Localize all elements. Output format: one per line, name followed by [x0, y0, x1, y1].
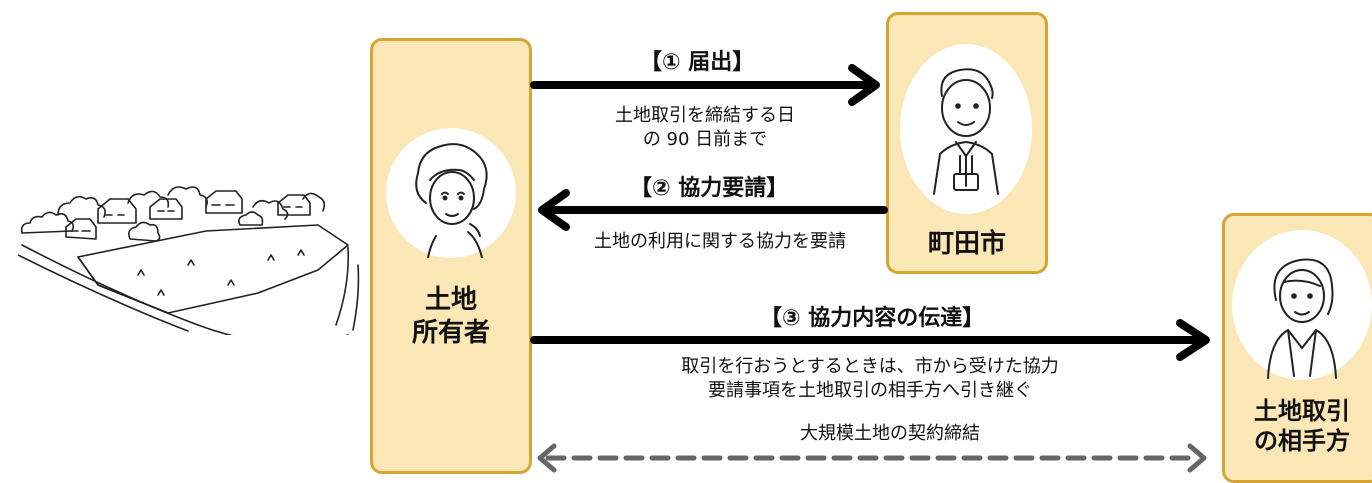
step2-note: 土地の利用に関する協力を要請: [594, 231, 846, 252]
elderly-woman-icon: [386, 128, 516, 258]
contract-label: 大規模土地の契約締結: [800, 423, 980, 444]
step2-title: 【② 協力要請】: [630, 176, 789, 201]
step3-title: 【③ 協力内容の伝達】: [760, 306, 985, 331]
step1-title: 【① 届出】: [640, 50, 755, 75]
machida-city-label: 町田市: [927, 229, 1006, 259]
city-staff-man-icon: [900, 44, 1032, 214]
counterparty-label: 土地取引 の相手方: [1254, 397, 1350, 455]
land-owner-label: 土地 所有者: [411, 285, 490, 348]
town-and-land-icon: [18, 186, 360, 335]
businesswoman-icon: [1232, 230, 1372, 380]
step1-note: 土地取引を締結する日 の 90 日前まで: [615, 105, 795, 151]
step3-note: 取引を行おうとするときは、市から受けた協力 要請事項を土地取引の相手方へ引き継ぐ: [681, 356, 1059, 402]
